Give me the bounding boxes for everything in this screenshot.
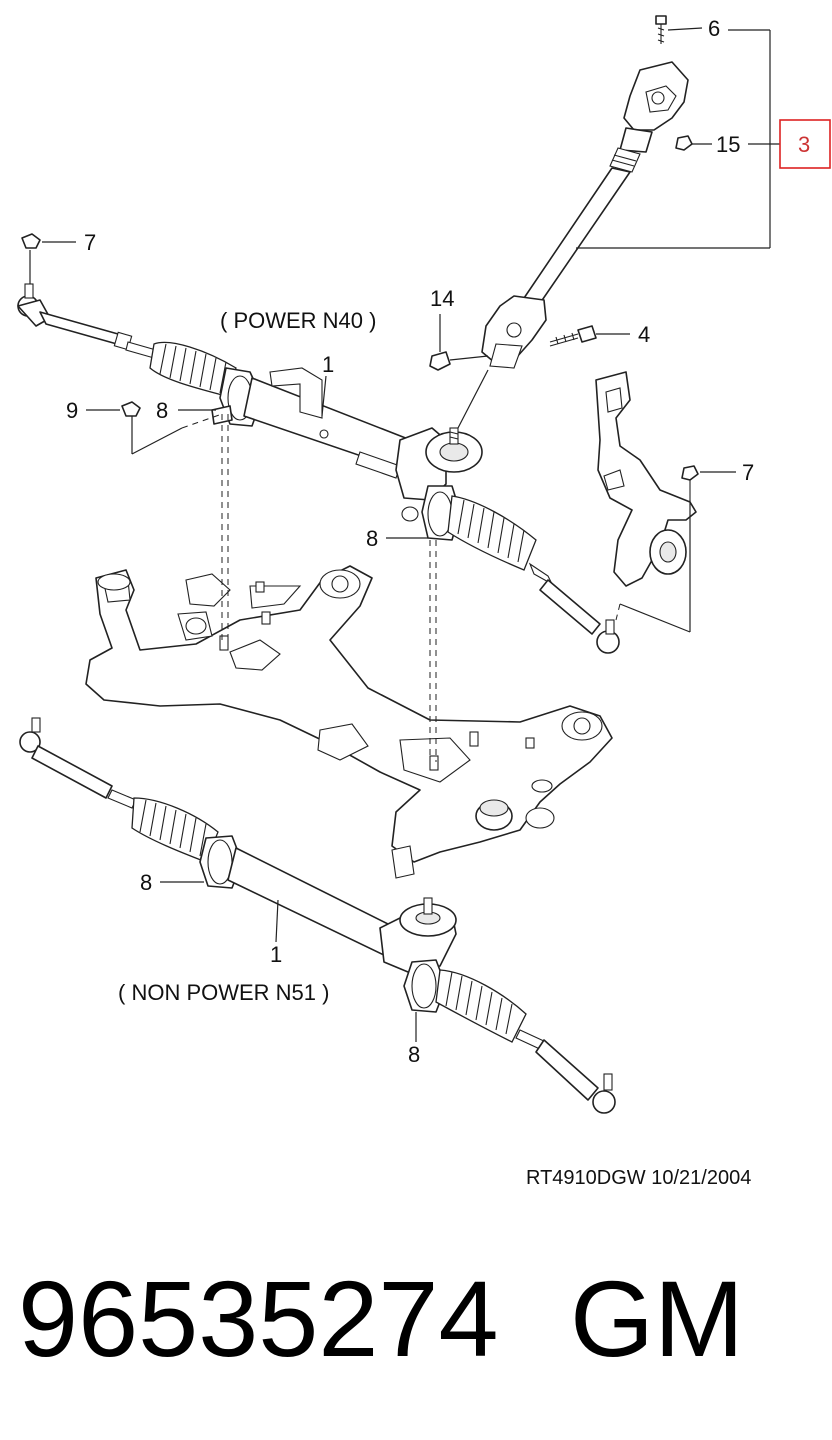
callout-4: 4: [638, 322, 650, 347]
callout-15: 15: [716, 132, 740, 157]
brand: GM: [570, 1258, 744, 1379]
callout-14: 14: [430, 286, 454, 311]
steering-knuckle: [595, 371, 699, 587]
manual-steering-rack: [19, 717, 616, 1114]
callout-1-power: 1: [322, 352, 334, 377]
part-number: 96535274: [18, 1258, 499, 1379]
caption-non-power: ( NON POWER N51 ): [118, 980, 329, 1005]
callout-7-top: 7: [84, 230, 96, 255]
drawing-code: RT4910DGW 10/21/2004: [526, 1167, 751, 1189]
callout-6: 6: [708, 16, 720, 41]
callout-7-right: 7: [742, 460, 754, 485]
callout-8-d: 8: [408, 1042, 420, 1067]
subframe: [85, 565, 613, 879]
leader-lines: [21, 27, 780, 1042]
callout-8-b: 8: [366, 526, 378, 551]
callout-1-nonpower: 1: [270, 942, 282, 967]
highlight-box[interactable]: [779, 119, 831, 169]
intermediate-shaft: [429, 15, 693, 429]
callout-8-c: 8: [140, 870, 152, 895]
callout-9: 9: [66, 398, 78, 423]
callout-8-a: 8: [156, 398, 168, 423]
power-steering-rack: [17, 283, 620, 654]
callout-3-highlighted[interactable]: 3: [798, 132, 810, 157]
caption-power: ( POWER N40 ): [220, 308, 376, 333]
